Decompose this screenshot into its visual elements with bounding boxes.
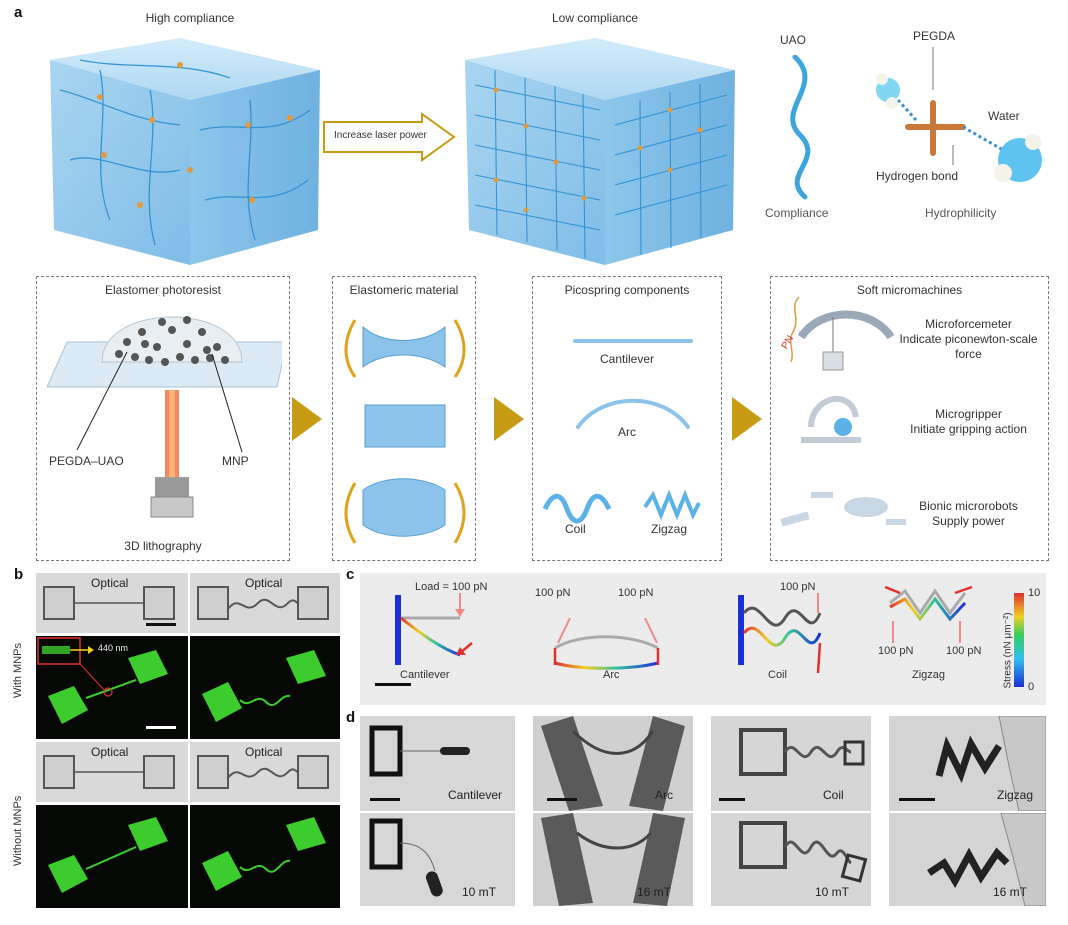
photoresist-lithography-illustration [47,316,282,518]
scale-bar [146,726,176,729]
picospring-shapes [542,339,701,524]
cantilever-field-label: 10 mT [462,885,497,899]
microforcemeter-desc-2: force [955,347,982,361]
optical-label: Optical [91,576,129,590]
d-zigzag-label: Zigzag [997,788,1034,802]
colorbar-max: 10 [1028,587,1041,599]
optical-image-cantilever-no-mnp: Optical [36,742,188,802]
microforcemeter-title: Microforcemeter [925,317,1012,331]
with-mnps-label: With MNPs [12,643,24,698]
zigzag-image-field: 16 mT [889,813,1046,906]
optical-image-coil-no-mnp: Optical [190,742,340,802]
optical-image-coil-mnp: Optical [190,573,340,633]
fluorescence-image-cantilever-mnp: 440 nm [36,636,188,739]
pegda-water-hydrogen-bond-illustration [876,47,1042,182]
elastomer-photoresist-title: Elastomer photoresist [104,283,222,297]
micromachine-illustrations [780,296,906,527]
hydrogen-bond-label: Hydrogen bond [876,169,959,183]
microforcemeter-desc-1: Indicate piconewton-scale [899,332,1038,346]
zigzag-field-label: 16 mT [993,885,1028,899]
fluorescence-image-cantilever-no-mnp [36,805,188,908]
cantilever-image-field: 10 mT [360,813,515,906]
optical-label: Optical [245,745,283,759]
flow-arrow-1 [292,397,322,441]
coil-image-rest: Coil [711,716,871,811]
increase-laser-power-arrow [323,112,456,162]
elastomeric-material-box: Elastomeric material [332,276,476,561]
pegda-label: PEGDA [913,29,956,43]
microgripper-desc: Initiate gripping action [910,422,1027,436]
scale-bar [899,798,935,801]
uao-label: UAO [780,33,807,47]
arc-field-label: 16 mT [637,885,672,899]
bionic-microrobots-desc: Supply power [932,514,1005,528]
load-label: Load = 100 pN [415,581,488,593]
d-cantilever-label: Cantilever [448,788,503,802]
compliance-label: Compliance [765,206,829,220]
colorbar-min: 0 [1028,681,1035,693]
water-label: Water [988,109,1020,123]
c-cantilever-label: Cantilever [400,669,450,681]
without-mnps-label: Without MNPs [12,795,24,866]
low-compliance-title: Low compliance [551,11,639,25]
flow-arrow-3 [732,397,762,441]
pegda-uao-label: PEGDA–UAO [49,454,124,468]
arc-force-left: 100 pN [535,587,571,599]
picospring-components-title: Picospring components [564,283,690,297]
scale-bar [547,798,577,801]
c-zigzag-label: Zigzag [912,669,946,681]
panel-label-a: a [14,4,23,21]
3d-lithography-label: 3D lithography [124,539,202,553]
nm-label: 440 nm [98,643,129,653]
coil-image-field: 10 mT [711,813,871,906]
fluorescence-image-coil-no-mnp [190,805,340,908]
fluorescence-image-coil-mnp [190,636,340,739]
c-coil-label: Coil [768,669,787,681]
arc-image-field: 16 mT [533,813,693,906]
hydrophilicity-label: Hydrophilicity [925,206,997,220]
elastomeric-deformation-illustration [344,319,466,544]
microgripper-title: Microgripper [935,407,1002,421]
coil-label: Coil [565,522,586,536]
coil-force: 100 pN [780,581,816,593]
cantilever-label: Cantilever [599,352,655,366]
coil-field-label: 10 mT [815,885,850,899]
arc-image-rest: Arc [533,716,693,811]
arc-force-right: 100 pN [618,587,654,599]
panel-label-d: d [346,709,356,726]
zigzag-label: Zigzag [651,522,688,536]
panel-label-b: b [14,566,24,583]
uao-chain-illustration [790,55,811,200]
optical-label: Optical [91,745,129,759]
scale-bar [719,798,745,801]
d-arc-label: Arc [655,788,673,802]
bionic-microrobots-title: Bionic microrobots [919,499,1018,513]
mnp-label: MNP [222,454,249,468]
panel-label-c: c [346,566,355,583]
stress-simulations [375,585,1024,687]
d-coil-label: Coil [823,788,844,802]
picospring-components-box: Picospring components Cantilever Arc Coi… [532,276,722,561]
arc-label: Arc [618,425,636,439]
c-arc-label: Arc [603,669,620,681]
low-compliance-hydrogel-cube [465,38,735,265]
elastomeric-material-title: Elastomeric material [349,283,459,297]
simulation-panel: Load = 100 pN Cantilever 100 pN 100 pN A… [360,573,1046,705]
scale-bar [370,798,400,801]
optical-image-cantilever-mnp: Optical [36,573,188,633]
scale-bar [146,623,176,626]
stress-axis-label: Stress (nN μm⁻²) [1002,612,1014,689]
cantilever-image-rest: Cantilever [360,716,515,811]
increase-laser-power-label: Increase laser power [334,130,427,141]
zigzag-force-left: 100 pN [878,645,914,657]
zigzag-image-rest: Zigzag [889,716,1046,811]
high-compliance-title: High compliance [145,11,235,25]
flow-arrow-2 [494,397,524,441]
soft-micromachines-title: Soft micromachines [856,283,963,297]
optical-label: Optical [245,576,283,590]
elastomer-photoresist-box: Elastomer photoresist PEGDA–UAO MNP 3D l… [36,276,290,561]
zigzag-force-right: 100 pN [946,645,982,657]
soft-micromachines-box: Soft micromachines PN Microforcemeter In… [770,276,1049,561]
high-compliance-hydrogel-cube [50,38,320,265]
